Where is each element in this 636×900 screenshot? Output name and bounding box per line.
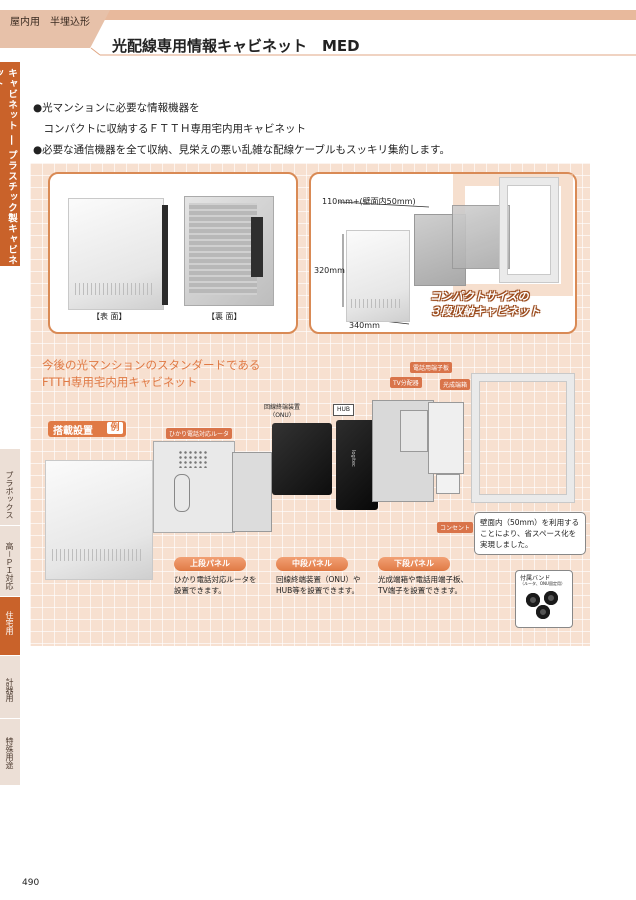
height-label: 320mm	[314, 266, 345, 275]
tv-splitter-image	[400, 410, 428, 452]
router-grille	[178, 450, 208, 468]
wall-frame-image	[472, 374, 574, 502]
band-image	[544, 591, 558, 605]
front-label: 【表 面】	[92, 312, 127, 321]
wall-callout: 壁面内（50mm）を利用する ことにより、省スペース化を 実現しました。	[474, 512, 586, 555]
cabinet-front-image	[68, 198, 164, 310]
callout-line: 壁面内（50mm）を利用する	[480, 518, 580, 527]
badge-line: ３段収納キャビネット	[430, 305, 540, 318]
side-tab-label: 高－ＰＩ対応	[5, 542, 14, 590]
width-label: 340mm	[349, 321, 380, 330]
frame-image	[500, 178, 558, 282]
headline-line: 今後の光マンションのスタンダードである	[42, 358, 261, 372]
accessory-box: 付属バンド （ルータ、ONU固定用）	[515, 570, 573, 628]
vent	[52, 549, 142, 561]
side-tab-label: 住宅用	[5, 611, 14, 635]
router-label: ひかり電話対応ルータ	[166, 428, 233, 439]
example-badge: 搭載設置 例	[48, 421, 126, 437]
standard-headline: 今後の光マンションのスタンダードである FTTH専用宅内用キャビネット	[42, 357, 260, 391]
compact-badge: コンパクトサイズの ３段収納キャビネット	[430, 289, 540, 319]
band-image	[526, 593, 540, 607]
middle-panel-desc: 回線終端装置（ONU）や HUB等を設置できます。	[276, 574, 361, 596]
onu-label-line: （ONU）	[269, 412, 295, 419]
back-plate	[189, 203, 257, 295]
header-bar	[0, 10, 636, 20]
desc-line: 回線終端装置（ONU）や	[276, 575, 361, 584]
hub-label: HUB	[333, 404, 355, 416]
onu-image	[272, 423, 332, 495]
header-tag: 屋内用 半埋込形	[10, 17, 90, 28]
upper-bracket	[232, 452, 272, 532]
side-tab-cabinet-label: キャビネット ― プラスチック製キャビネット	[0, 68, 17, 266]
page-number: 490	[22, 878, 40, 888]
band-image	[536, 605, 550, 619]
callout-line: ことにより、省スペース化を	[480, 529, 577, 538]
accessory-title: 付属バンド	[520, 575, 551, 582]
outlet-image	[436, 474, 460, 494]
onu-label: 回線終端装置 （ONU）	[264, 404, 300, 420]
side-tab-label: 計器用	[5, 678, 14, 702]
accessory-note: （ルータ、ONU固定用）	[520, 581, 565, 586]
example-label: 搭載設置	[53, 426, 93, 437]
outlet-label: コンセント	[437, 522, 474, 533]
desc-line: HUB等を設置できます。	[276, 586, 360, 595]
hub-brand: logitec	[350, 450, 356, 467]
upper-panel-desc: ひかり電話対応ルータを 設置できます。	[174, 574, 257, 596]
callout-line: 実現しました。	[480, 540, 533, 549]
bullet-line: コンパクトに収納するＦＴＴＨ専用宅内用キャビネット	[33, 123, 306, 135]
side-tab-plabox[interactable]: プラボックス	[0, 448, 20, 544]
lower-panel-pill: 下段パネル	[378, 557, 450, 571]
desc-line: 光成端箱や電話用端子板、	[378, 575, 468, 584]
vent	[75, 283, 155, 295]
example-tag: 例	[107, 422, 123, 434]
tv-label: TV分配器	[390, 377, 422, 388]
optical-label: 光成端箱	[440, 379, 471, 390]
back-label: 【裏 面】	[207, 312, 242, 321]
badge-line: コンパクトサイズの	[430, 290, 529, 303]
optical-box-image	[428, 402, 464, 474]
side-tab-cabinet[interactable]: キャビネット ― プラスチック製キャビネット	[0, 62, 20, 266]
cabinet-closed-image	[45, 460, 153, 580]
bullet-line: ●必要な通信機器を全て収納、見栄えの悪い乱雑な配線ケーブルもスッキリ集約します。	[33, 144, 450, 156]
cabinet-dimension-image	[346, 230, 410, 322]
side-tab-special[interactable]: 特殊用途	[0, 718, 20, 785]
depth-label: 110mm+(壁面内50mm)	[322, 197, 416, 206]
onu-label-line: 回線終端装置	[264, 404, 301, 411]
router-slot	[174, 474, 190, 512]
router-image	[153, 441, 235, 533]
back-bracket	[251, 217, 263, 277]
upper-panel-pill: 上段パネル	[174, 557, 246, 571]
header-tab	[0, 10, 110, 48]
header-underline	[90, 47, 636, 56]
vent	[351, 299, 403, 308]
cabinet-back-image	[184, 196, 274, 306]
side-tab-label: 特殊用途	[5, 737, 14, 769]
desc-line: TV端子を設置できます。	[378, 586, 462, 595]
side-tab-residential[interactable]: 住宅用	[0, 596, 20, 655]
page-title: 光配線専用情報キャビネット MED	[112, 37, 360, 55]
cabinet-side	[162, 205, 168, 305]
side-tab-meter[interactable]: 計器用	[0, 655, 20, 718]
desc-line: 設置できます。	[174, 586, 226, 595]
desc-line: ひかり電話対応ルータを	[174, 575, 257, 584]
phone-terminal-label: 電話用端子板	[410, 362, 453, 373]
lower-panel-desc: 光成端箱や電話用端子板、 TV端子を設置できます。	[378, 574, 468, 596]
bullet-line: ●光マンションに必要な情報機器を	[33, 102, 200, 114]
side-tab-label: プラボックス	[5, 471, 14, 519]
side-tab-high-pi[interactable]: 高－ＰＩ対応	[0, 525, 20, 596]
hub-image: logitec	[336, 420, 378, 510]
headline-line: FTTH専用宅内用キャビネット	[42, 375, 198, 389]
middle-panel-pill: 中段パネル	[276, 557, 348, 571]
